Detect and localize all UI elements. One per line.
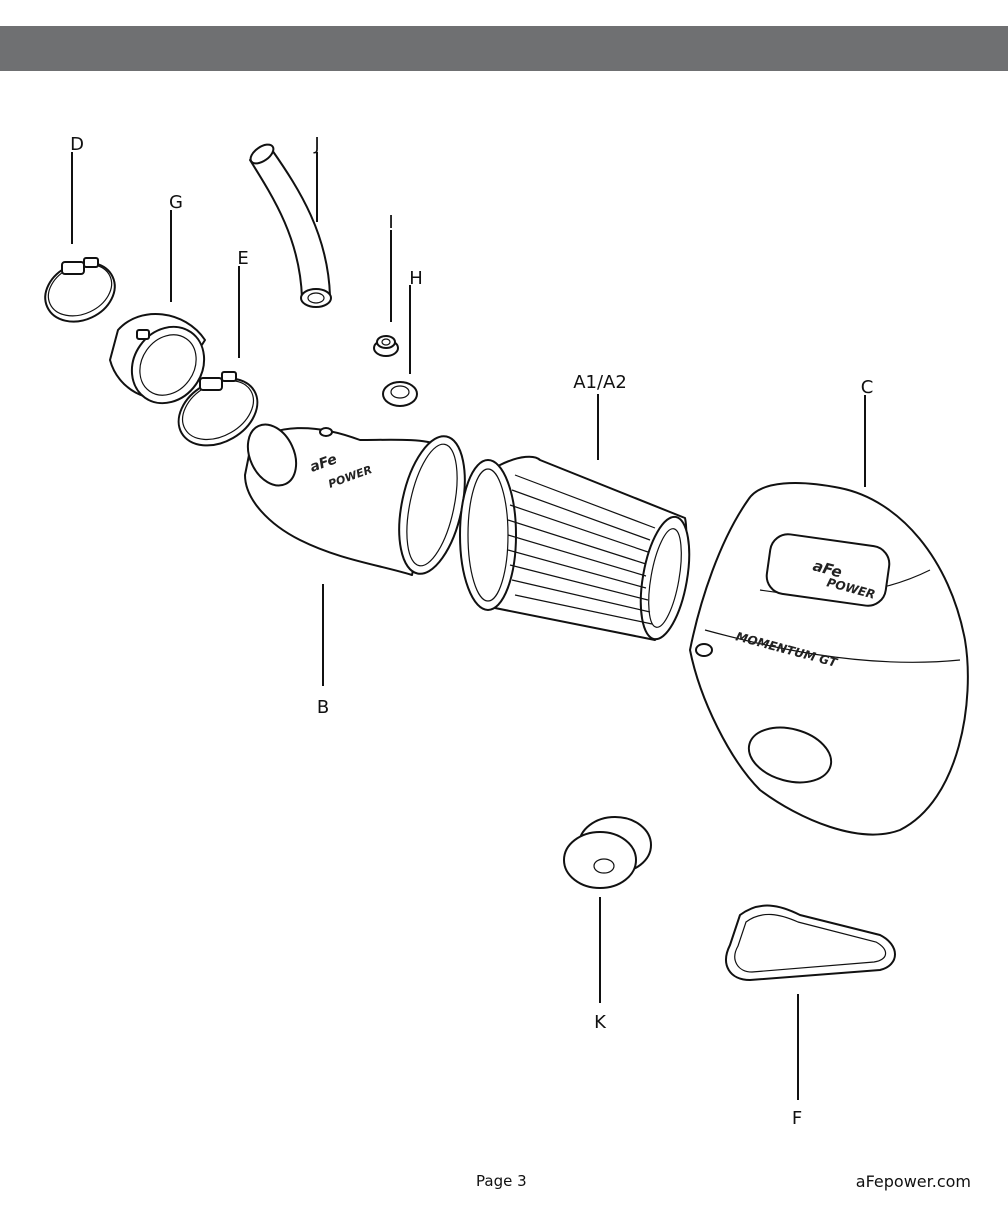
label-c: C [861,377,874,398]
part-j-hose [249,143,332,308]
header-bar [0,26,1008,71]
label-f: F [792,1108,802,1129]
part-k-cap [563,816,652,889]
part-f-gasket [725,904,896,981]
part-d-clamp [44,257,116,323]
label-j: J [313,134,319,155]
callout-labels: D G E J I H A1/A2 C B K F [70,134,873,1129]
page-number: Page 3 [476,1172,527,1190]
part-b-intake-tube: aFe POWER [244,423,466,576]
part-h-grommet [382,381,418,407]
part-a-air-filter [459,455,691,641]
label-g: G [169,192,183,213]
part-e-clamp [177,371,259,447]
label-k: K [594,1012,607,1033]
website-link[interactable]: aFepower.com [855,1172,971,1191]
label-a: A1/A2 [573,372,627,393]
part-c-airbox: aFe POWER MOMENTUM GT [689,482,969,836]
label-h: H [409,268,423,289]
label-b: B [317,697,329,718]
part-g-coupler [109,313,206,405]
leader-lines [71,152,866,1100]
part-i-grommet [373,335,399,357]
label-i: I [388,212,393,233]
label-d: D [70,134,84,155]
label-e: E [237,248,248,269]
